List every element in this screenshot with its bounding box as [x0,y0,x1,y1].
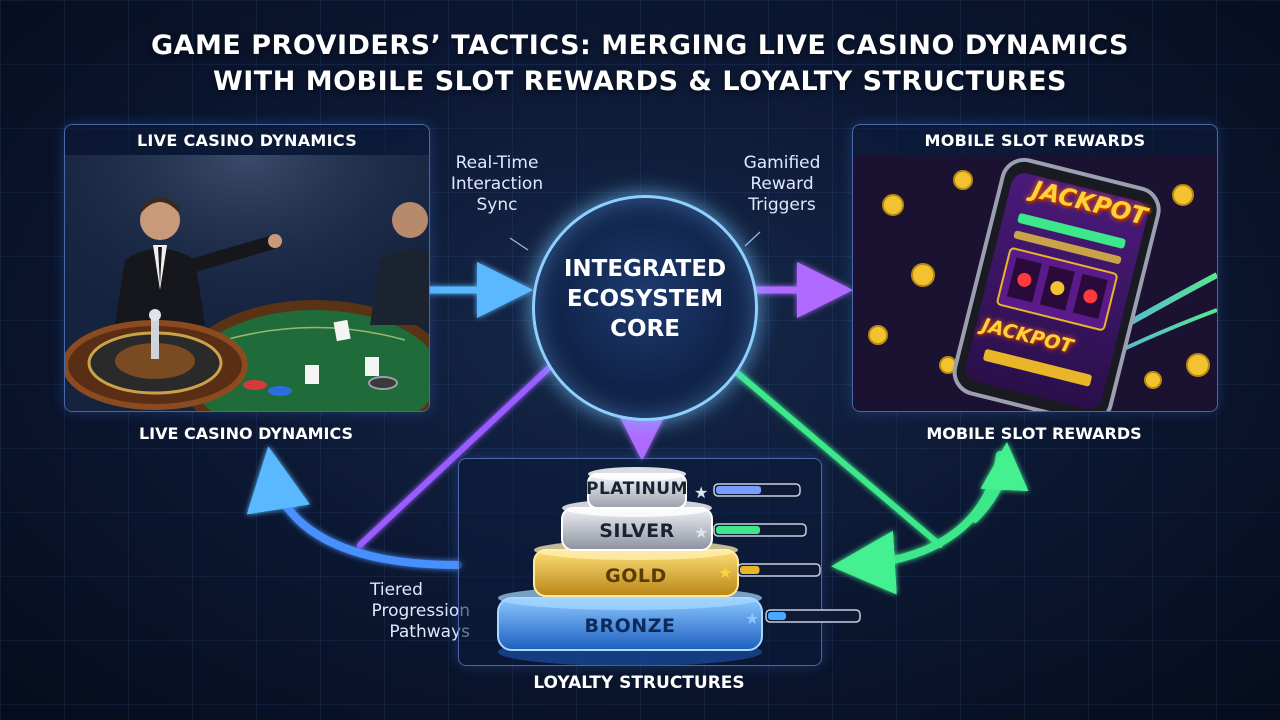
mobile-slot-panel: MOBILE SLOT REWARDS [852,124,1218,412]
arrow-loop-to-slot [972,442,1029,523]
tier-gold-label: GOLD [605,565,667,587]
star-icon: ★ [694,483,708,502]
connector-tiered-pathways: Tiered Progression Pathways [370,580,470,642]
arrow-core-to-right-pathway [719,357,943,548]
star-icon: ★ [745,609,759,628]
arrow-loyalty-to-live [246,446,462,569]
dealer-head [140,200,180,240]
progress-fill-silver [716,526,760,534]
live-casino-panel-header: LIVE CASINO DYNAMICS [136,131,358,150]
integrated-ecosystem-core: INTEGRATED ECOSYSTEM CORE [532,195,758,421]
title-line-2: WITH MOBILE SLOT REWARDS & LOYALTY STRUC… [212,66,1067,97]
core-line-2: ECOSYSTEM [566,286,724,312]
connector-gamified-triggers: Gamified Reward Triggers [743,153,821,215]
star-icon: ★ [718,563,732,582]
title-line-1: GAME PROVIDERS’ TACTICS: MERGING LIVE CA… [151,30,1129,61]
live-casino-illustration [65,155,429,411]
progress-fill-gold [740,566,760,574]
loyalty-structures-caption: LOYALTY STRUCTURES [533,673,745,693]
live-casino-panel: LIVE CASINO DYNAMICS [64,124,430,412]
arrow-core-to-left-pathway [357,362,555,548]
mobile-slot-illustration [853,155,1217,411]
live-casino-caption: LIVE CASINO DYNAMICS [138,424,354,443]
page-title: GAME PROVIDERS’ TACTICS: MERGING LIVE CA… [0,28,1280,100]
tier-silver-label: SILVER [599,520,675,542]
core-label: INTEGRATED ECOSYSTEM CORE [535,254,755,344]
tier-platinum-label: PLATINUM [586,479,688,499]
progress-fill-bronze [768,612,786,620]
mobile-slot-caption: MOBILE SLOT REWARDS [926,424,1142,443]
mobile-slot-panel-header: MOBILE SLOT REWARDS [924,131,1146,150]
smartphone [952,157,1161,411]
progress-fill-platinum [716,486,762,494]
core-line-1: INTEGRATED [563,256,727,282]
tier-bronze-label: BRONZE [584,615,676,637]
gold-coin [882,194,904,216]
star-icon: ★ [694,523,708,542]
connector-real-time-sync: Real-Time Interaction Sync [450,153,544,215]
core-line-3: CORE [610,316,680,342]
